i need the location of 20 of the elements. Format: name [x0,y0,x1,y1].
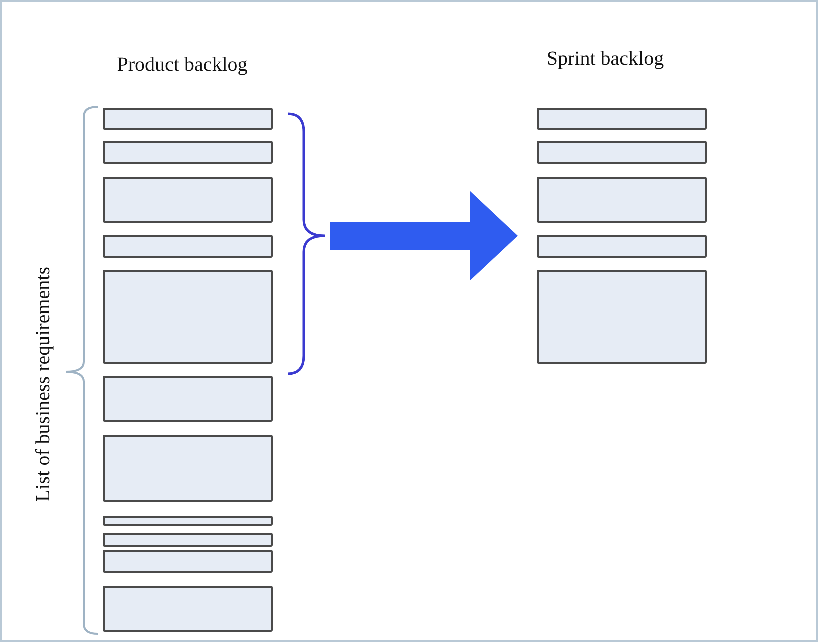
backlog-item-bar [103,435,273,502]
backlog-item-bar [103,270,273,364]
backlog-item-bar [103,108,273,130]
backlog-item-bar [537,235,707,258]
column-heading: Sprint backlog [546,48,666,71]
backlog-item-bar [537,177,707,223]
backlog-item-bar [103,533,273,547]
backlog-item-bar [103,177,273,223]
backlog-item-bar [103,235,273,258]
backlog-item-bar [103,550,273,573]
backlog-item-bar [103,516,273,526]
backlog-item-bar [103,586,273,632]
backlog-item-bar [537,108,707,130]
column-heading: Product backlog [116,54,249,77]
axis-label: List of business requirements [32,266,56,504]
backlog-item-bar [537,270,707,364]
backlog-item-bar [103,376,273,422]
backlog-item-bar [537,141,707,164]
block-arrow [330,191,518,281]
backlog-item-bar [103,141,273,164]
